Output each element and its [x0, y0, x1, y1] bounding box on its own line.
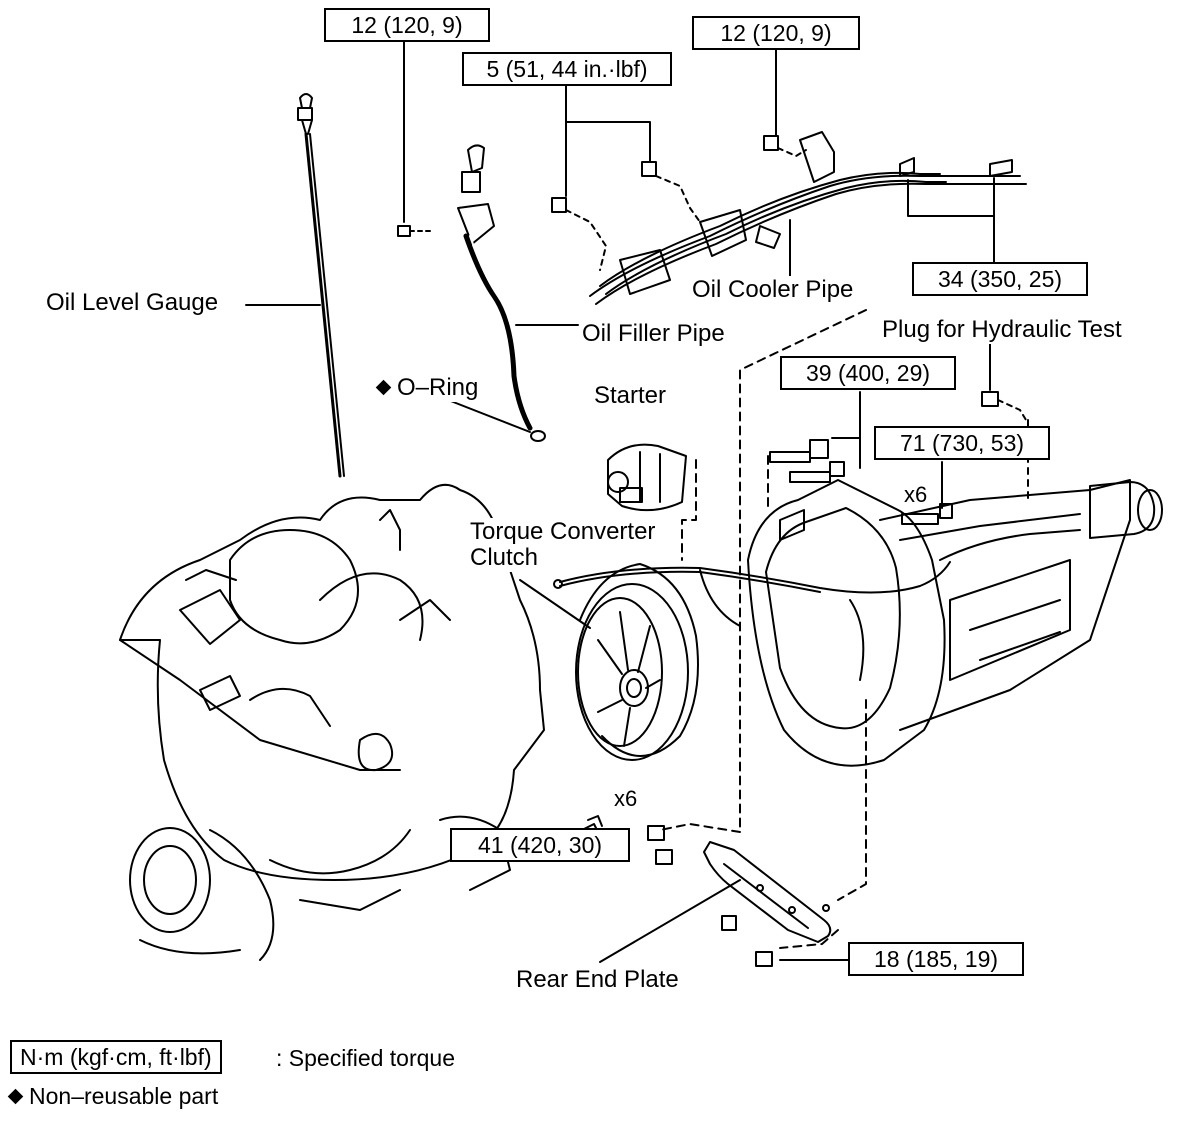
torque-spec-starter-bolts: 39 (400, 29) — [780, 356, 956, 390]
torque-spec-cooler-pipe-bolts: 5 (51, 44 in.·lbf) — [462, 52, 672, 86]
diamond-icon — [7, 1088, 24, 1105]
label-plug-hydraulic-test: Plug for Hydraulic Test — [880, 316, 1124, 344]
torque-spec-rear-plate-bolts: 18 (185, 19) — [848, 942, 1024, 976]
label-torque-converter-clutch: Clutch — [468, 544, 541, 572]
legend-non-reusable-text: Non–reusable part — [29, 1083, 219, 1109]
label-oil-cooler-pipe: Oil Cooler Pipe — [690, 276, 856, 304]
o-ring-text: O–Ring — [397, 374, 479, 401]
torque-spec-converter-bolts: 41 (420, 30) — [450, 828, 630, 862]
quantity-converter-bolts: x6 — [614, 786, 638, 812]
label-oil-filler-pipe: Oil Filler Pipe — [580, 320, 727, 348]
oil-level-gauge-drawing — [245, 93, 345, 478]
torque-spec-cooler-union-bolts: 34 (350, 25) — [912, 262, 1088, 296]
torque-spec-filler-pipe-bolt: 12 (120, 9) — [324, 8, 490, 42]
wire-harness-drawing — [553, 561, 951, 627]
torque-leaders — [403, 41, 995, 961]
transmission-drawing — [747, 439, 1163, 767]
hydraulic-plug-drawing — [981, 341, 1029, 501]
torque-converter-drawing — [519, 563, 699, 843]
label-oil-level-gauge: Oil Level Gauge — [44, 289, 221, 317]
label-rear-end-plate: Rear End Plate — [514, 966, 681, 994]
label-starter: Starter — [592, 382, 669, 410]
alignment-dashes — [659, 309, 867, 949]
torque-spec-cooler-bracket-bolt: 12 (120, 9) — [692, 16, 860, 50]
legend-unit-box: N·m (kgf·cm, ft·lbf) — [10, 1040, 222, 1074]
legend-non-reusable: Non–reusable part — [7, 1082, 219, 1110]
label-o-ring: O–Ring — [375, 374, 481, 402]
legend-specified-torque: : Specified torque — [276, 1045, 456, 1071]
quantity-transmission-bolts: x6 — [904, 482, 928, 508]
non-reusable-diamond-icon — [375, 379, 392, 396]
oil-filler-pipe-drawing — [397, 144, 579, 442]
label-torque-converter: Torque Converter — [468, 518, 658, 546]
starter-drawing — [607, 443, 687, 512]
torque-spec-transmission-bolts: 71 (730, 53) — [874, 426, 1050, 460]
oil-cooler-pipe-drawing — [551, 131, 1027, 305]
rear-end-plate-drawing — [599, 825, 832, 967]
